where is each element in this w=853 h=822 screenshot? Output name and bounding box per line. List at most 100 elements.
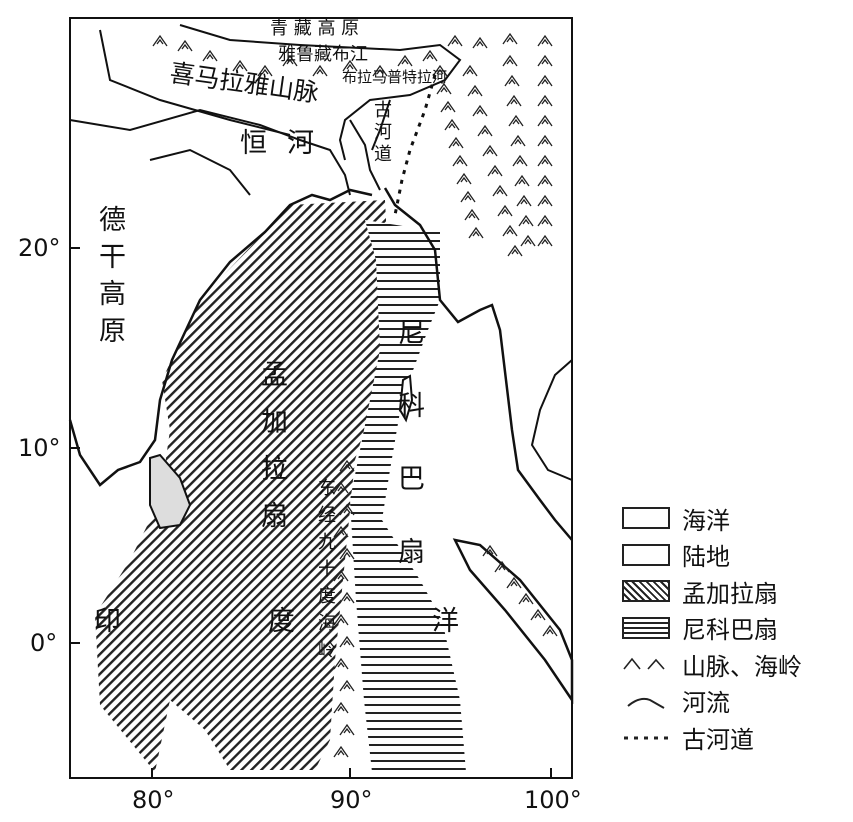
mountain-icon: [436, 82, 452, 95]
legend-item-land: 陆地: [622, 537, 802, 574]
label-bengal-fan: 孟加拉扇: [256, 360, 287, 548]
mountain-icon: [623, 657, 665, 670]
legend: 海洋 陆地 孟加拉扇 尼科巴扇 山脉、海岭 河流 古河道: [622, 500, 802, 756]
mountain-icon: [339, 459, 355, 472]
nicobar-fan-swatch: [622, 616, 670, 639]
label-indian-ocean-1: 印: [94, 606, 121, 637]
label-ganges: 恒河: [240, 128, 334, 159]
lon-tick-90: 90°: [330, 786, 373, 814]
mountain-icon: [472, 104, 488, 117]
land-swatch: [622, 543, 670, 566]
mountain-icon: [339, 503, 355, 516]
mountain-icon: [464, 208, 480, 221]
mountain-icon: [333, 657, 349, 670]
mountain-icon: [537, 34, 553, 47]
mountain-icon: [452, 154, 468, 167]
mountain-icon: [537, 94, 553, 107]
mountain-icon: [518, 214, 534, 227]
myanmar-coastline: [383, 187, 573, 541]
axis-ticks: [70, 247, 552, 778]
mountain-icon: [333, 613, 349, 626]
mountain-icon: [514, 174, 530, 187]
lat-tick-0: 0°: [30, 629, 58, 657]
ocean-swatch: [622, 507, 670, 530]
mountain-icon: [502, 32, 518, 45]
mountain-icon: [339, 679, 355, 692]
label-paleo-channel: 古河道: [371, 100, 392, 166]
mountain-icon: [502, 54, 518, 67]
mountain-icon: [506, 576, 522, 589]
bengal-fan-area: [95, 200, 390, 772]
mountain-icon: [506, 94, 522, 107]
mountain-icon: [530, 608, 546, 621]
dotted-line-icon: [624, 736, 668, 740]
mountain-icon: [504, 74, 520, 87]
mountain-icon: [537, 154, 553, 167]
mountain-icon: [372, 64, 388, 77]
label-nicobar-fan: 尼科巴扇: [393, 318, 424, 610]
mountain-icon: [520, 234, 536, 247]
mountain-icon: [232, 59, 248, 72]
mountain-icon: [342, 59, 358, 72]
lon-tick-100: 100°: [524, 786, 582, 814]
mountain-icon: [339, 723, 355, 736]
mountain-icon: [516, 194, 532, 207]
legend-item-mountain: 山脉、海岭: [622, 646, 802, 683]
legend-label: 山脉、海岭: [682, 652, 802, 681]
label-indian-ocean-3: 洋: [432, 606, 459, 637]
label-yarlung-tsangpo: 雅鲁藏布江: [278, 44, 368, 65]
mountain-icon: [339, 635, 355, 648]
rivers: [69, 24, 462, 196]
mountain-icon: [333, 525, 349, 538]
legend-label: 尼科巴扇: [682, 616, 778, 645]
mountain-icon: [482, 544, 498, 557]
mountain-icon: [456, 172, 472, 185]
mountain-icon: [537, 74, 553, 87]
mountain-icon: [333, 569, 349, 582]
mountain-icon: [507, 244, 523, 257]
legend-label: 河流: [682, 689, 730, 718]
legend-item-river: 河流: [622, 683, 802, 720]
mountain-icon: [333, 701, 349, 714]
legend-item-nicobar-fan: 尼科巴扇: [622, 610, 802, 647]
legend-item-bengal-fan: 孟加拉扇: [622, 573, 802, 610]
mountain-icon: [422, 49, 438, 62]
mountain-icon: [444, 118, 460, 131]
mountain-icon: [494, 560, 510, 573]
mountain-icon: [477, 124, 493, 137]
mountain-icon: [518, 592, 534, 605]
lat-tick-10: 10°: [18, 434, 61, 462]
nicobar-fan-area: [350, 220, 466, 772]
label-deccan: 德干高原: [94, 205, 125, 353]
label-brahmaputra: 布拉马普特拉河: [342, 68, 448, 86]
bengal-fan-swatch: [622, 580, 670, 603]
lat-tick-20: 20°: [18, 234, 61, 262]
mountain-icon: [537, 114, 553, 127]
mountain-icon: [448, 136, 464, 149]
legend-label: 孟加拉扇: [682, 579, 778, 608]
mountain-icon: [333, 745, 349, 758]
mountain-icon: [339, 591, 355, 604]
mountain-icon: [339, 547, 355, 560]
mountain-icon: [512, 154, 528, 167]
legend-label: 陆地: [682, 543, 730, 572]
india-coastline: [68, 188, 373, 487]
lon-tick-80: 80°: [132, 786, 175, 814]
sumatra: [452, 538, 574, 705]
mountain-icon: [312, 64, 328, 77]
mountain-icon: [537, 54, 553, 67]
mountain-icon: [542, 624, 558, 637]
mountain-icon: [497, 204, 513, 217]
legend-label: 古河道: [682, 725, 754, 754]
river-icon: [627, 697, 665, 709]
mountain-icon: [177, 39, 193, 52]
legend-item-ocean: 海洋: [622, 500, 802, 537]
mountain-icon: [462, 64, 478, 77]
mountain-icon: [397, 54, 413, 67]
sri-lanka: [149, 453, 192, 530]
mountain-icon: [333, 481, 349, 494]
mountain-icon: [467, 84, 483, 97]
mountain-symbols: [152, 32, 558, 758]
